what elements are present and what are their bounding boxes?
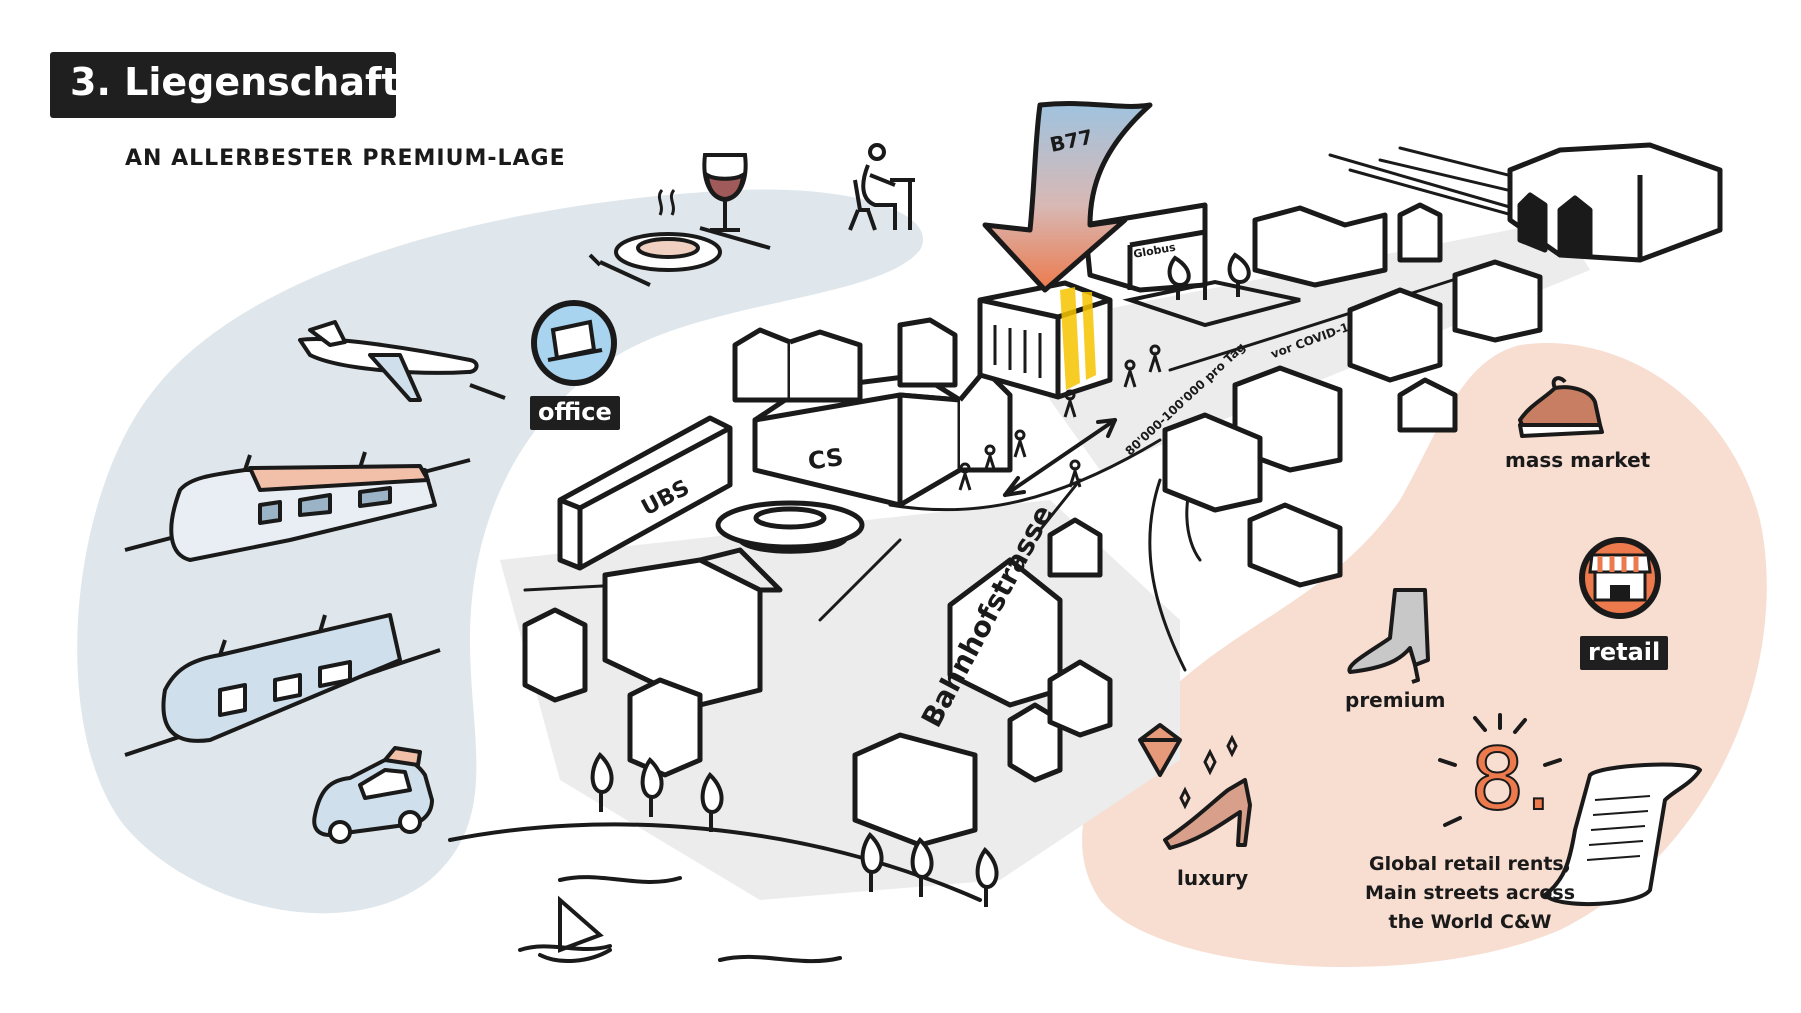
luxury-label: luxury xyxy=(1177,866,1249,890)
premium-label: premium xyxy=(1345,688,1446,712)
retail-store-icon xyxy=(1579,537,1661,619)
section-title-badge: 3. Liegenschaft xyxy=(50,52,400,118)
rank-number: 8. xyxy=(1469,729,1553,831)
rank-caption: Global retail rents, Main streets across… xyxy=(1320,850,1620,937)
person-at-desk-icon xyxy=(848,143,915,231)
wine-glass-icon xyxy=(702,153,748,232)
house-group-right xyxy=(1162,202,1543,588)
ubs-building xyxy=(557,415,733,571)
airplane-icon xyxy=(298,320,506,402)
taxi-icon xyxy=(312,746,434,844)
rank-caption-line-1: Global retail rents, xyxy=(1369,853,1571,875)
ankle-boot-icon xyxy=(1347,588,1430,684)
plaza-outline xyxy=(1122,279,1301,328)
train-icon xyxy=(124,451,471,562)
document-scroll-icon xyxy=(1543,762,1702,906)
b77-pointer-arrow xyxy=(982,101,1153,293)
sailboat-icon xyxy=(538,895,612,963)
section-subtitle: AN ALLERBESTER PREMIUM-LAGE xyxy=(125,146,566,171)
rank-caption-line-2: Main streets across xyxy=(1364,882,1576,904)
footfall-arrow xyxy=(1003,418,1117,497)
section-title: 3. Liegenschaft xyxy=(70,60,400,104)
b77-highlight xyxy=(1060,287,1096,390)
dinner-plate-icon xyxy=(588,189,771,287)
trees-plaza xyxy=(1167,252,1251,300)
office-zone-blob xyxy=(77,189,924,914)
tram-icon xyxy=(124,613,441,757)
cs-building xyxy=(752,367,1013,508)
mass-market-label: mass market xyxy=(1505,448,1651,472)
paradeplatz-fountain xyxy=(715,500,865,554)
lake-shore xyxy=(448,822,982,964)
rank-rays xyxy=(1438,713,1562,827)
house-group-lower xyxy=(522,517,1113,848)
rank-caption-line-3: the World C&W xyxy=(1388,911,1552,933)
sneaker-icon xyxy=(1518,376,1604,438)
office-tag: office xyxy=(530,396,620,430)
house-group-top xyxy=(732,317,958,403)
high-heel-icon xyxy=(1163,778,1252,850)
central-station xyxy=(1507,142,1723,263)
trees-lower xyxy=(590,751,999,907)
sparkle-icons xyxy=(1179,734,1238,810)
diamond-icon xyxy=(1138,723,1182,777)
retail-tag: retail xyxy=(1580,636,1669,670)
laptop-icon xyxy=(531,300,617,386)
pedestrian-figures xyxy=(958,344,1162,491)
cs-label: CS xyxy=(806,443,845,476)
